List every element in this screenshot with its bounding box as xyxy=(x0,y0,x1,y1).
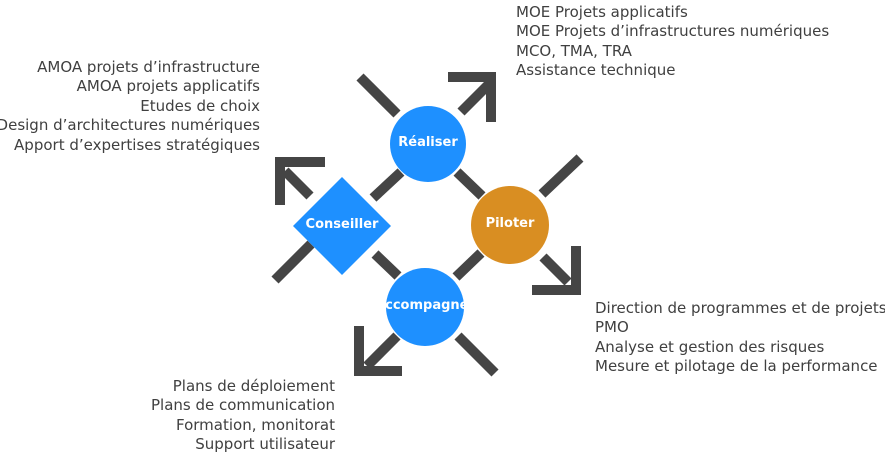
arrow-shaft-accompagner xyxy=(363,332,401,370)
arrow-shaft-conseiller xyxy=(281,167,314,200)
arm-accompagner-right xyxy=(454,332,499,377)
list-item: MOE Projets applicatifs xyxy=(516,3,688,21)
connector-realiser-conseiller xyxy=(369,168,405,202)
list-realiser: MOE Projets applicatifs MOE Projets d’in… xyxy=(516,3,829,81)
node-label-piloter: Piloter xyxy=(485,216,535,231)
list-item: Etudes de choix xyxy=(140,96,260,115)
list-item: Mesure et pilotage de la performance xyxy=(595,357,878,376)
connector-piloter-accompagner xyxy=(452,249,485,281)
list-item: Apport d’expertises stratégiques xyxy=(14,135,260,154)
list-item: Plans de communication xyxy=(150,396,335,415)
list-item: Analyse et gestion des risques xyxy=(595,337,825,356)
list-item: Support utilisateur xyxy=(195,435,335,454)
list-item: AMOA projets applicatifs xyxy=(76,77,260,96)
node-realiser xyxy=(390,106,466,182)
list-item: Design d’architectures numériques xyxy=(0,116,260,135)
connector-conseiller-accompagner xyxy=(371,250,402,280)
node-conseiller xyxy=(293,177,391,275)
arm-piloter-top xyxy=(538,154,584,198)
node-accompagner xyxy=(386,268,464,346)
list-item: MOE Projets d’infrastructures numériques xyxy=(516,22,830,41)
arrowhead-top-left xyxy=(275,157,325,205)
node-piloter xyxy=(471,186,549,264)
list-item: AMOA projets d’infrastructure xyxy=(37,58,260,76)
list-conseiller: AMOA projets d’infrastructure AMOA proje… xyxy=(0,58,260,155)
list-item: Assistance technique xyxy=(516,61,676,80)
arrow-shaft-piloter xyxy=(539,253,572,286)
arrowhead-bottom-right xyxy=(532,246,581,295)
arrowhead-bottom-left xyxy=(354,326,402,376)
connector-realiser-piloter xyxy=(453,168,486,200)
list-item: Formation, monitorat xyxy=(175,415,335,434)
list-piloter: Direction de programmes et de projets PM… xyxy=(595,299,885,377)
node-label-realiser: Réaliser xyxy=(398,135,458,150)
arrow-shaft-realiser xyxy=(457,79,494,116)
list-accompagner: Plans de déploiement Plans de communicat… xyxy=(151,377,335,455)
arm-realiser-left xyxy=(356,73,401,118)
list-item: MCO, TMA, TRA xyxy=(516,41,632,60)
node-label-conseiller: Conseiller xyxy=(305,217,379,232)
list-item: PMO xyxy=(595,318,629,337)
arrowhead-top-right xyxy=(448,72,496,122)
list-item: Plans de déploiement xyxy=(172,377,335,395)
node-label-accompagner: Accompagner xyxy=(375,298,475,313)
arm-conseiller-bottom xyxy=(271,240,315,284)
list-item: Direction de programmes et de projets xyxy=(595,299,885,317)
